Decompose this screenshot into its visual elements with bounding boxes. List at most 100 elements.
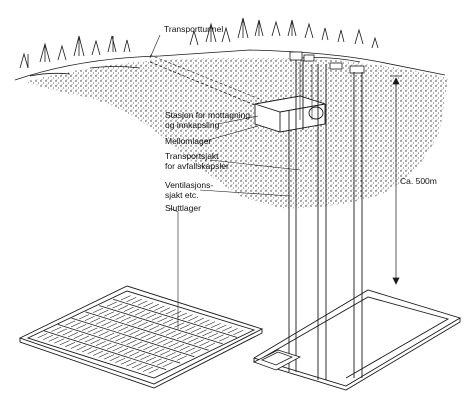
deposition-tunnel xyxy=(120,338,132,344)
label-station-line2: og innkapsling xyxy=(165,120,220,130)
deposition-tunnel xyxy=(106,344,118,350)
deposition-tunnel xyxy=(140,333,151,339)
access-corridor xyxy=(113,298,237,338)
deposition-tunnel xyxy=(202,331,213,337)
deposition-tunnel xyxy=(73,333,84,339)
deposition-tunnel xyxy=(115,314,126,320)
deposition-tunnel xyxy=(134,331,146,337)
deposition-tunnel xyxy=(168,320,179,326)
deposition-tunnel xyxy=(179,345,190,351)
deposition-tunnel xyxy=(76,324,87,330)
label-transport-shaft-line2: for avfallskapsler xyxy=(165,161,229,171)
deposition-tunnel xyxy=(126,318,137,324)
deposition-tunnel xyxy=(162,340,173,346)
deposition-tunnel xyxy=(51,326,62,332)
label-final-repository: Sluttlager xyxy=(165,203,201,213)
deposition-tunnel xyxy=(199,319,210,325)
deposition-tunnel xyxy=(146,313,157,319)
deposition-tunnel xyxy=(54,338,65,344)
deposition-tunnel xyxy=(120,316,131,322)
deposition-tunnel xyxy=(43,334,54,340)
deposition-tunnel xyxy=(199,341,210,347)
transport-tunnel xyxy=(149,61,263,109)
label-station: Stasjon for mottagning og innkapsling xyxy=(165,110,250,130)
deposition-tunnel xyxy=(76,345,87,351)
deposition-tunnel xyxy=(129,351,140,357)
deposition-tunnel xyxy=(213,334,224,340)
deposition-tunnel xyxy=(162,362,173,368)
deposition-tunnel xyxy=(129,330,140,335)
deposition-tunnel xyxy=(188,316,199,322)
deposition-tunnel xyxy=(109,356,120,362)
deposition-tunnel xyxy=(221,326,233,332)
deposition-tunnel xyxy=(123,328,134,334)
connector-block xyxy=(252,349,302,371)
deposition-tunnel xyxy=(145,356,157,362)
final-repository-grid xyxy=(18,285,264,389)
deposition-tunnel xyxy=(98,331,109,337)
deposition-tunnel xyxy=(90,317,101,323)
deposition-tunnel xyxy=(92,308,103,313)
deposition-tunnel xyxy=(81,347,92,353)
deposition-tunnel xyxy=(165,352,176,358)
deposition-tunnel xyxy=(160,307,171,313)
deposition-tunnel xyxy=(193,317,204,323)
access-corridor xyxy=(85,311,209,351)
deposition-tunnel xyxy=(193,339,204,345)
deposition-tunnel xyxy=(162,319,174,325)
deposition-tunnel xyxy=(148,346,159,352)
deposition-tunnel xyxy=(109,334,120,340)
deposition-tunnel xyxy=(140,355,151,361)
deposition-tunnel xyxy=(171,353,182,359)
deposition-tunnel xyxy=(126,361,137,367)
deposition-tunnel xyxy=(176,334,188,340)
deposition-tunnel xyxy=(157,338,168,344)
deposition-tunnel xyxy=(104,311,115,317)
deposition-tunnel xyxy=(104,332,115,338)
deposition-tunnel xyxy=(171,332,182,338)
deposition-tunnel xyxy=(174,322,185,328)
deposition-tunnel xyxy=(92,350,104,356)
deposition-tunnel xyxy=(81,325,92,331)
deposition-tunnel xyxy=(120,359,131,365)
deposition-tunnel xyxy=(59,340,70,346)
deposition-tunnel xyxy=(165,330,176,336)
deposition-tunnel xyxy=(48,336,59,342)
deposition-tunnel xyxy=(79,335,90,341)
deposition-tunnel xyxy=(216,324,227,330)
deposition-tunnel xyxy=(151,315,162,321)
label-transport-shaft: Transportsjakt for avfallskapsler xyxy=(165,151,229,171)
deposition-tunnel xyxy=(140,312,151,318)
deposition-tunnel xyxy=(106,301,117,307)
shafts xyxy=(288,60,363,380)
deposition-tunnel xyxy=(157,360,168,366)
deposition-tunnel xyxy=(131,363,142,369)
deposition-tunnel xyxy=(112,303,123,309)
label-ventilation-line2: sjakt etc. xyxy=(165,190,199,200)
station-block xyxy=(254,95,326,133)
deposition-tunnel xyxy=(154,348,165,354)
deposition-tunnel xyxy=(137,321,148,327)
deposition-tunnel xyxy=(126,339,137,345)
deposition-tunnel xyxy=(143,302,154,308)
leader-lines xyxy=(169,115,301,330)
deposition-tunnel xyxy=(79,314,90,320)
deposition-tunnel xyxy=(115,357,126,363)
deposition-tunnel xyxy=(174,344,185,349)
deposition-tunnel xyxy=(146,335,157,341)
label-transport-tunnel: Transporttunnel xyxy=(164,24,224,34)
deposition-tunnel xyxy=(70,343,81,349)
deposition-tunnel xyxy=(126,297,137,303)
deposition-tunnel xyxy=(115,336,126,342)
deposition-tunnel xyxy=(137,364,148,370)
deposition-tunnel xyxy=(143,345,154,351)
deposition-tunnel xyxy=(219,336,230,342)
label-ventilation-line1: Ventilasjons- xyxy=(165,180,214,190)
deposition-tunnel xyxy=(123,306,134,312)
deposition-tunnel xyxy=(185,325,196,331)
deposition-tunnel xyxy=(98,309,109,315)
deposition-tunnel xyxy=(132,341,143,347)
deposition-tunnel xyxy=(148,325,160,331)
deposition-tunnel xyxy=(84,316,95,321)
